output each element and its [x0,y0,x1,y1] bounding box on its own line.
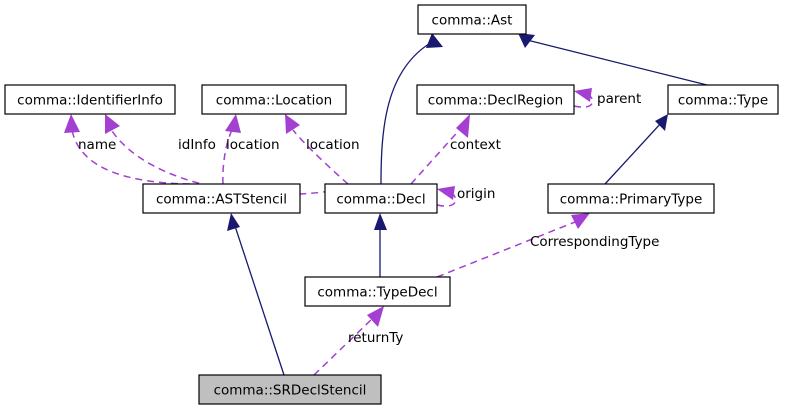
class-node-decl[interactable]: comma::Decl [324,183,438,214]
class-node-aststencil[interactable]: comma::ASTStencil [142,183,301,214]
edge-decl-to-ast [380,33,443,185]
association-edges [64,88,594,376]
class-node-ast[interactable]: comma::Ast [417,4,527,35]
class-node-declregion-label: comma::DeclRegion [428,93,563,109]
edge-srdeclstencil-to-aststencil [227,213,285,376]
edge-aststencil-to-identifierinfo-name [64,114,191,185]
edge-aststencil-to-location-location [222,114,241,185]
edge-srdeclstencil-to-typedecl-returnty [313,306,384,376]
class-node-declregion[interactable]: comma::DeclRegion [416,84,575,115]
edge-label-idinfo: idInfo [178,137,216,153]
edge-typedecl-to-decl [374,213,387,277]
edge-typedecl-to-primarytype-correspondingtype [436,213,590,278]
class-node-identifierinfo-label: comma::IdentifierInfo [17,93,163,109]
edge-type-to-ast [518,33,708,86]
edge-decl-self-origin [436,186,457,207]
edge-decl-to-location-location [285,114,349,185]
inheritance-edges [227,33,708,376]
edge-label-name: name [78,137,116,153]
class-node-typedecl-label: comma::TypeDecl [317,285,437,301]
edge-label-location-2: location [306,137,360,153]
class-node-srdeclstencil-label: comma::SRDeclStencil [214,383,367,399]
edge-label-origin: origin [457,186,495,202]
edge-label-returnty: returnTy [348,330,403,346]
class-node-decl-label: comma::Decl [336,192,425,208]
class-node-type[interactable]: comma::Type [667,84,779,115]
edge-label-parent: parent [597,91,641,107]
class-node-location[interactable]: comma::Location [201,84,347,115]
class-node-type-label: comma::Type [678,93,768,109]
class-node-typedecl[interactable]: comma::TypeDecl [304,276,451,307]
class-node-aststencil-label: comma::ASTStencil [156,192,287,208]
class-node-primarytype[interactable]: comma::PrimaryType [547,183,715,214]
edge-label-location-1: location [226,137,280,153]
class-node-srdeclstencil[interactable]: comma::SRDeclStencil [198,374,382,405]
edge-label-context: context [450,137,501,153]
edge-label-correspondingtype: CorrespondingType [530,234,659,250]
class-node-location-label: comma::Location [216,93,332,109]
edge-declregion-self-parent [573,88,594,108]
edge-decl-to-declregion-context [410,114,470,185]
edge-primarytype-to-type [604,114,668,185]
class-node-identifierinfo[interactable]: comma::IdentifierInfo [4,84,176,115]
edge-label-group: name idInfo location location context pa… [78,91,659,346]
class-node-ast-label: comma::Ast [432,13,513,29]
class-node-primarytype-label: comma::PrimaryType [560,192,703,208]
